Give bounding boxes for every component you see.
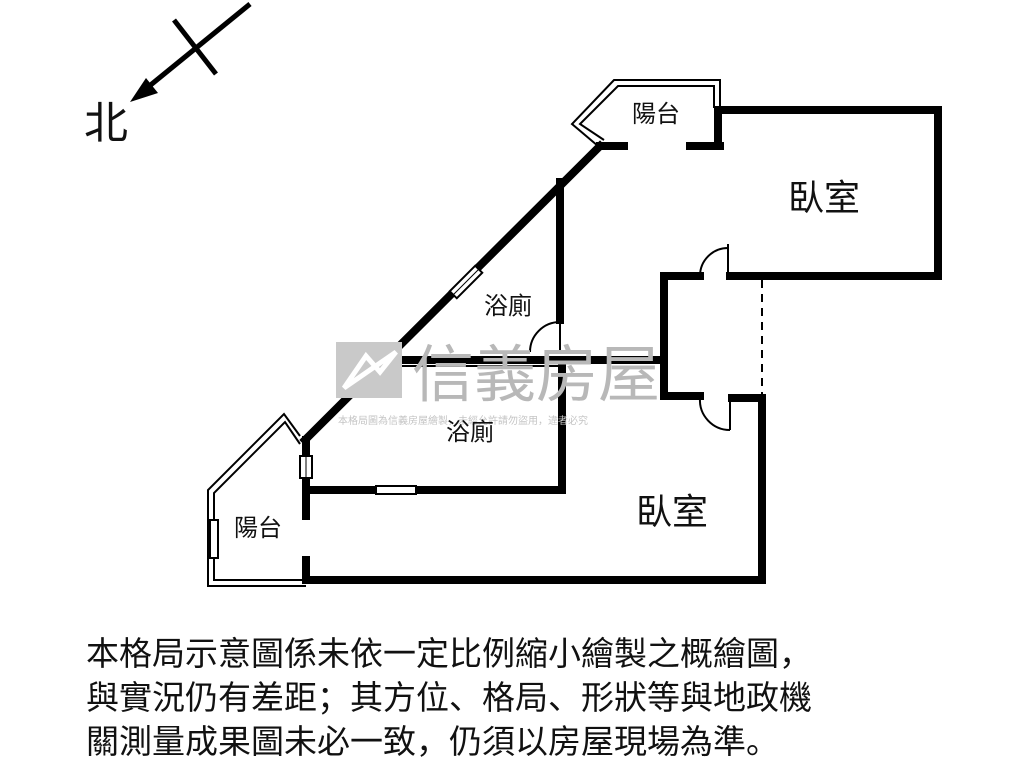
compass-arrowhead — [130, 78, 158, 102]
bath-sliding-window — [375, 485, 417, 495]
floor-plan: 北 — [84, 2, 942, 587]
disclaimer-line-3: 關測量成果圖未必一致，仍須以房屋現場為準。 — [86, 722, 779, 761]
disclaimer-note: 本格局示意圖係未依一定比例縮小繪製之概繪圖， 與實況仍有差距；其方位、格局、形狀… — [86, 632, 986, 764]
label-balcony-left: 陽台 — [234, 514, 282, 542]
door-bedroom-bottom[interactable] — [698, 397, 731, 432]
label-bath-upper: 浴廁 — [484, 292, 532, 320]
label-bath-lower: 浴廁 — [446, 418, 494, 446]
watermark: 信義房屋 本格局圖為信義房屋繪製，未經允許請勿盜用，違者必究 — [336, 338, 660, 427]
balcony-left-outline — [207, 412, 306, 587]
door-bath-upper[interactable] — [529, 321, 561, 353]
watermark-notice: 本格局圖為信義房屋繪製，未經允許請勿盜用，違者必究 — [338, 414, 588, 427]
north-compass: 北 — [84, 2, 252, 149]
disclaimer-line-2: 與實況仍有差距；其方位、格局、形狀等與地政機 — [86, 678, 812, 717]
door-bedroom-top[interactable] — [699, 244, 729, 277]
balcony-top-outline — [570, 79, 721, 147]
label-bedroom-bottom: 臥室 — [636, 492, 708, 533]
label-balcony-top: 陽台 — [632, 100, 680, 128]
diagonal-window — [448, 264, 484, 300]
compass-cross-line — [172, 18, 218, 76]
disclaimer-line-1: 本格局示意圖係未依一定比例縮小繪製之概繪圖， — [86, 634, 812, 673]
watermark-brand: 信義房屋 — [412, 338, 660, 411]
compass-north-label: 北 — [84, 98, 128, 149]
label-bedroom-top: 臥室 — [788, 178, 860, 219]
